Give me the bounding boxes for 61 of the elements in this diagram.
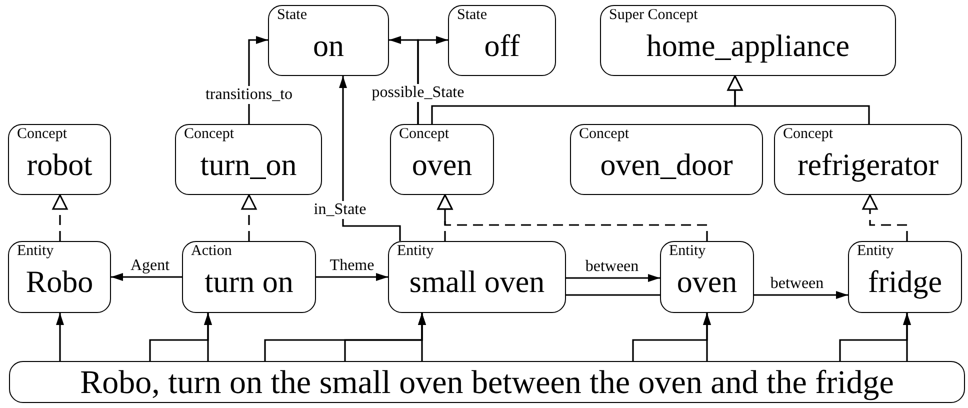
concept-box xyxy=(448,5,556,76)
node-label: Robo xyxy=(24,264,94,300)
node-type-label: Concept xyxy=(17,126,67,143)
concept-box xyxy=(600,5,896,76)
sentence-text: Robo, turn on the small oven between the oven and the fridge xyxy=(79,364,895,402)
arrow xyxy=(316,273,388,281)
node-label: oven xyxy=(676,264,738,300)
node-type-label: Entity xyxy=(17,243,54,260)
node-type-label: Super Concept xyxy=(609,7,698,24)
concept-box xyxy=(175,124,322,195)
node-type-label: Concept xyxy=(579,126,629,143)
edge-label: in_State xyxy=(312,201,368,219)
arrow xyxy=(703,313,711,361)
node-type-label: Entity xyxy=(857,243,894,260)
node-type-label: Entity xyxy=(669,243,706,260)
arrow xyxy=(754,291,848,299)
arrow xyxy=(903,313,911,361)
arrow xyxy=(56,313,64,361)
concept-box xyxy=(8,124,111,195)
concept-box xyxy=(390,124,494,195)
node-type-label: Concept xyxy=(399,126,449,143)
arrow xyxy=(111,273,182,281)
node-label: small oven xyxy=(408,264,546,300)
inheritance-arrow xyxy=(241,194,257,241)
node-label: oven_door xyxy=(599,147,734,183)
node-label: fridge xyxy=(866,264,944,300)
sentence-box xyxy=(9,361,965,403)
node-label: on xyxy=(312,28,345,64)
concept-box xyxy=(848,241,962,313)
inheritance-arrow xyxy=(862,194,908,241)
arrow xyxy=(566,274,660,282)
edge-label: Agent xyxy=(128,257,172,275)
concept-box xyxy=(268,5,389,76)
inheritance-arrow xyxy=(437,194,708,241)
inheritance-arrow xyxy=(52,194,68,241)
concept-box xyxy=(8,241,111,313)
connector-line xyxy=(566,294,660,296)
concept-box xyxy=(660,241,754,313)
node-label: oven xyxy=(410,147,474,183)
concept-box xyxy=(570,124,763,195)
node-label: off xyxy=(483,28,521,64)
edge-label: transitions_to xyxy=(203,86,295,104)
arrow xyxy=(204,313,212,361)
node-type-label: Concept xyxy=(783,126,833,143)
inheritance-arrow xyxy=(727,75,870,124)
node-type-label: Action xyxy=(191,243,232,260)
arrow xyxy=(339,76,401,241)
node-type-label: State xyxy=(457,7,487,24)
node-label: robot xyxy=(26,147,94,183)
node-type-label: Entity xyxy=(397,243,434,260)
node-label: home_appliance xyxy=(645,28,851,64)
node-label: refrigerator xyxy=(796,147,940,183)
concept-box xyxy=(388,241,566,313)
arrow xyxy=(418,313,426,361)
node-label: turn on xyxy=(204,264,294,300)
edge-label: possible_State xyxy=(370,84,466,102)
node-type-label: Concept xyxy=(184,126,234,143)
concept-box xyxy=(774,124,962,195)
node-label: turn_on xyxy=(199,147,298,183)
node-type-label: State xyxy=(277,7,307,24)
concept-box xyxy=(182,241,316,313)
